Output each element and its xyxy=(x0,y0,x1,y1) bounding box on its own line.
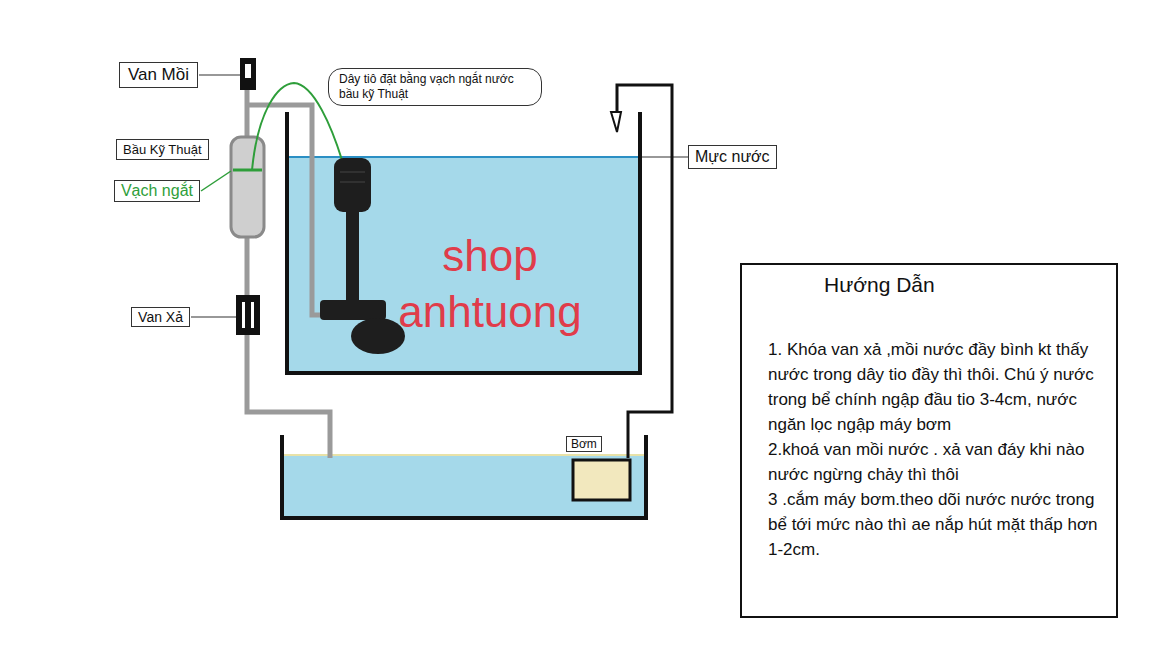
instruction-step: 2.khoá van mồi nước . xả van đáy khi nào… xyxy=(768,437,1098,487)
skimmer-stem xyxy=(346,210,359,302)
return-arrow xyxy=(611,112,621,132)
chamber-label: Bầu Kỹ Thuật xyxy=(116,139,209,160)
panel-heading: Hướng Dẫn xyxy=(824,273,1098,297)
part-label: Bơm xyxy=(571,437,597,451)
part-label: Bầu Kỹ Thuật xyxy=(123,142,202,157)
drain-leader xyxy=(191,316,236,317)
drain-valve-mark xyxy=(242,302,245,328)
pump-label: Bơm xyxy=(566,436,602,452)
skimmer-pump xyxy=(351,318,405,354)
sump-tank xyxy=(282,435,646,518)
pump xyxy=(573,460,630,500)
drain-valve xyxy=(236,295,260,335)
part-label: Mực nước xyxy=(695,148,770,166)
sump-water xyxy=(282,455,646,518)
valve-label: Van Xả xyxy=(131,307,190,327)
prime-valve xyxy=(240,58,256,90)
instruction-step: 1. Khóa van xả ,mồi nước đầy bình kt thấ… xyxy=(768,337,1098,437)
part-label: Van Mồi xyxy=(128,65,189,85)
prime-valve-mark xyxy=(245,64,251,78)
part-label: Dây tiô đặt bằng vạch ngắt nước bầu kỹ T… xyxy=(339,72,531,102)
water-leader xyxy=(640,156,688,157)
technical-chamber xyxy=(231,137,264,237)
cutoff-label: Vạch ngắt xyxy=(114,180,200,202)
return-pipe xyxy=(617,85,672,458)
sump-water-line xyxy=(282,454,646,456)
part-label: Vạch ngắt xyxy=(121,182,193,200)
cutoff-mark xyxy=(233,169,262,172)
valve-label: Van Mồi xyxy=(119,62,198,88)
skimmer-head xyxy=(334,158,371,212)
cutoff-leader xyxy=(201,171,231,191)
instructions-panel: Hướng Dẫn 1. Khóa van xả ,mồi nước đầy bì… xyxy=(740,263,1118,618)
water-level-label: Mực nước xyxy=(688,145,777,169)
watermark: shop anhtuong xyxy=(370,228,610,340)
skimmer-tee xyxy=(320,300,386,320)
tube-note: Dây tiô đặt bằng vạch ngắt nước bầu kỹ T… xyxy=(328,68,542,106)
main-tank-water xyxy=(287,157,640,373)
prime-leader xyxy=(199,74,240,75)
drain-valve-mark xyxy=(251,302,254,328)
siphon-pipe xyxy=(247,62,330,458)
part-label: Van Xả xyxy=(138,309,183,325)
instruction-step: 3 .cắm máy bơm.theo dõi nước nước trong … xyxy=(768,487,1098,562)
